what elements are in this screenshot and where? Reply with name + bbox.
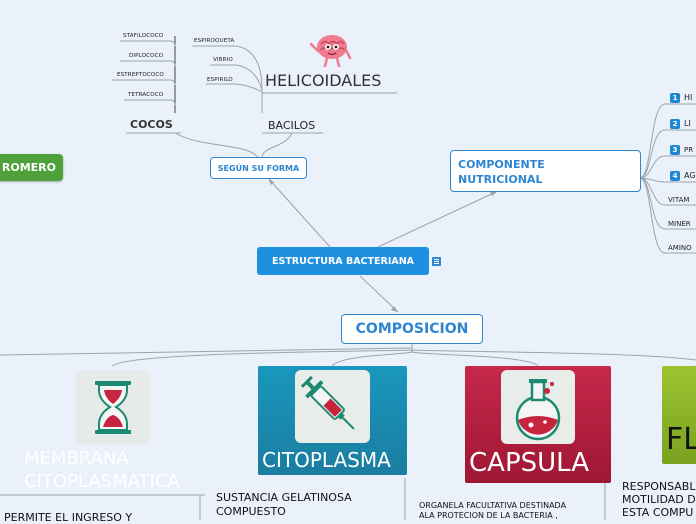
central-topic[interactable]: ESTRUCTURA BACTERIANA [257,247,429,275]
componente-nutricional-topic[interactable]: COMPONENTE NUTRICIONAL [450,150,641,192]
flask-icon [515,379,561,441]
flagelo-card[interactable]: FL [662,366,696,464]
nutricional-item[interactable]: MINER [668,220,691,228]
membrana-title-line2: CITOPLASMATICA [24,471,180,492]
flask-icon-tile [501,370,575,444]
romero-topic[interactable]: ROMERO [0,154,63,181]
citoplasma-title: CITOPLASMA [262,448,391,472]
flagelo-description-line2[interactable]: MOTILIDAD D [622,493,696,506]
nutricional-item[interactable]: AG [684,171,696,180]
cocos-item[interactable]: STAFILOCOCO [123,33,164,39]
composicion-topic[interactable]: COMPOSICION [341,314,483,344]
componente-nutricional-label: COMPONENTE NUTRICIONAL [458,158,545,186]
membrana-description[interactable]: PERMITE EL INGRESO Y [4,511,133,524]
membrana-card[interactable]: MEMBRANA CITOPLASMATICA [0,366,210,496]
capsula-description-line2[interactable]: ALA PROTECION DE LA BACTERIA , [419,511,558,520]
membrana-title-line1: MEMBRANA [24,448,129,469]
cocos-item[interactable]: DIPLOCOCO [129,53,164,59]
flagelo-description-line1[interactable]: RESPONSABL [622,480,696,493]
capsula-description-line1[interactable]: ORGANELA FACULTATIVA DESTINADA [419,501,567,510]
nutricional-item[interactable]: HI [684,93,693,102]
citoplasma-card[interactable]: CITOPLASMA [258,366,407,475]
citoplasma-description-line1[interactable]: SUSTANCIA GELATINOSA [216,491,352,504]
helicoidales-label[interactable]: HELICOIDALES [265,71,382,90]
flagelo-description-line3[interactable]: ESTA COMPU [622,506,694,519]
number-badge: 3 [670,145,680,155]
cocos-item[interactable]: ESTREPTOCOCO [117,72,164,78]
capsula-card[interactable]: CAPSULA [465,366,611,483]
capsula-title: CAPSULA [469,448,590,478]
helicoidal-item[interactable]: VIBRIO [213,57,233,63]
hourglass-icon-tile [76,370,150,444]
helicoidal-item[interactable]: ESPIRILO [207,77,233,83]
romero-label: ROMERO [1,161,56,174]
citoplasma-description-line2[interactable]: COMPUESTO [216,505,286,518]
syringe-icon-tile [295,370,370,443]
nutricional-item[interactable]: VITAM [668,196,690,204]
cocos-item[interactable]: TETRACOCO [128,92,164,98]
segun-su-forma-topic[interactable]: SEGÚN SU FORMA [210,157,307,179]
segun-su-forma-label: SEGÚN SU FORMA [217,163,300,173]
number-badge: 2 [670,119,680,129]
helicoidal-item[interactable]: ESPIROQUETA [194,38,235,44]
nutricional-item[interactable]: AMINO [668,244,692,252]
central-topic-label: ESTRUCTURA BACTERIANA [271,255,415,267]
number-badge: 1 [670,93,680,103]
nutricional-item[interactable]: LI [684,119,691,128]
hourglass-icon [95,381,131,434]
flagelo-title: FL [666,422,696,457]
nutricional-item[interactable]: PR [684,146,694,154]
bacilos-label[interactable]: BACILOS [268,119,316,132]
note-icon[interactable] [432,257,441,266]
number-badge: 4 [670,171,680,181]
composicion-label: COMPOSICION [355,321,469,337]
brain-icon [309,35,352,68]
syringe-icon [300,375,355,430]
cocos-label[interactable]: COCOS [130,118,173,131]
